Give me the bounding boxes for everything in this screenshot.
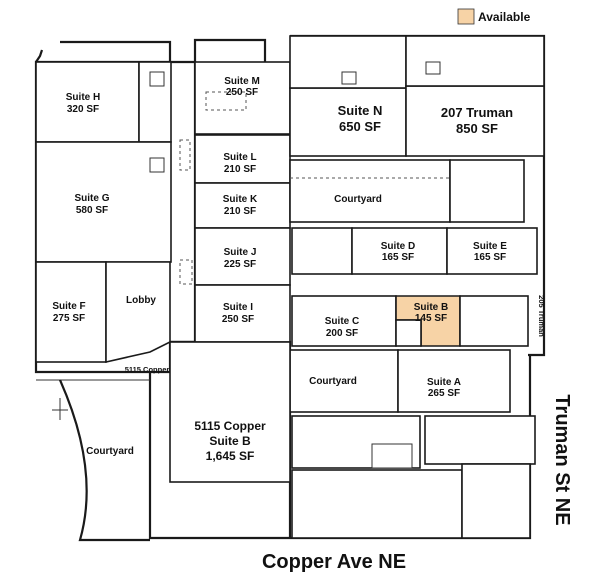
copper-5115-suite-b-room (169, 341, 291, 483)
suite-h-label: Suite H (66, 92, 100, 103)
toilet-icon (149, 157, 165, 173)
suite-i-sf: 250 SF (222, 314, 254, 325)
suite-c-room (291, 295, 397, 347)
suite-a-sf: 265 SF (428, 388, 460, 399)
legend-available-label: Available (478, 10, 531, 24)
suite-d-sf: 165 SF (382, 252, 414, 263)
truman-207-room (405, 85, 545, 157)
restroom-fixture (371, 443, 413, 469)
suite-a-room (397, 349, 511, 413)
legend-available-swatch (457, 8, 475, 25)
suite-e-room (446, 227, 538, 275)
truman-207-sf: 850 SF (456, 121, 498, 136)
copper-5115-line1: 5115 Copper (194, 419, 266, 433)
suite-m-label: Suite M (224, 76, 260, 87)
suite-m-sf: 250 SF (226, 87, 258, 98)
lobby-label: Lobby (126, 295, 156, 306)
suite-g-sf: 580 SF (76, 205, 108, 216)
suite-n-sf: 650 SF (339, 119, 381, 134)
suite-e-sf: 165 SF (474, 252, 506, 263)
toilet-icon (425, 61, 441, 75)
courtyard-upper-label: Courtyard (334, 194, 382, 205)
suite-b-sf: 145 SF (415, 313, 447, 324)
lobby-room (105, 261, 171, 364)
copper-5115-address-label: 5115 Copper (125, 365, 170, 374)
suite-n-label: Suite N (338, 103, 383, 118)
suite-f-sf: 275 SF (53, 313, 85, 324)
truman-207-annex (405, 35, 545, 87)
truman-side-room (449, 159, 525, 223)
suite-g-label: Suite G (74, 193, 109, 204)
courtyard-upper (289, 159, 451, 223)
suite-m-room (194, 61, 291, 135)
suite-a-label: Suite A (427, 377, 461, 388)
copper-5115-line2: Suite B (209, 434, 251, 448)
legend: Available (457, 8, 531, 25)
suite-d-label: Suite D (381, 241, 415, 252)
suite-j-label: Suite J (224, 247, 257, 258)
bottom-room-4 (461, 463, 531, 539)
truman-st-street-label: Truman St NE (551, 394, 573, 525)
sink-icon (149, 71, 165, 87)
suite-i-room (194, 284, 291, 343)
suite-c-sf: 200 SF (326, 328, 358, 339)
suite-j-room (194, 227, 291, 286)
suite-c-label: Suite C (325, 316, 359, 327)
copper-ave-street-label: Copper Ave NE (262, 551, 406, 573)
suite-d-room (351, 227, 448, 275)
copper-5115-sf: 1,645 SF (206, 449, 255, 463)
suite-b-closet (395, 319, 422, 347)
suite-k-room (194, 182, 291, 229)
suite-e-label: Suite E (473, 241, 507, 252)
courtyard-left-label: Courtyard (86, 446, 134, 457)
courtyard-lower (289, 349, 399, 413)
truman-207-label: 207 Truman (441, 105, 513, 120)
suite-k-label: Suite K (223, 194, 258, 205)
suite-j-sf: 225 SF (224, 259, 256, 270)
suite-f-label: Suite F (52, 301, 85, 312)
bottom-room-3 (291, 469, 463, 539)
suite-l-label: Suite L (223, 152, 256, 163)
suite-i-label: Suite I (223, 302, 253, 313)
suite-l-sf: 210 SF (224, 164, 256, 175)
courtyard-lower-label: Courtyard (309, 376, 357, 387)
suite-f-room (35, 261, 107, 363)
suite-h-sf: 320 SF (67, 104, 99, 115)
suite-k-sf: 210 SF (224, 206, 256, 217)
toilet-icon (341, 71, 357, 85)
restroom-d (291, 227, 353, 275)
bottom-room-2 (424, 415, 536, 465)
suite-b-annex (459, 295, 529, 347)
truman-205-address-label: 205 Truman (537, 295, 546, 337)
suite-l-room (194, 134, 291, 184)
suite-b-label: Suite B (414, 302, 448, 313)
